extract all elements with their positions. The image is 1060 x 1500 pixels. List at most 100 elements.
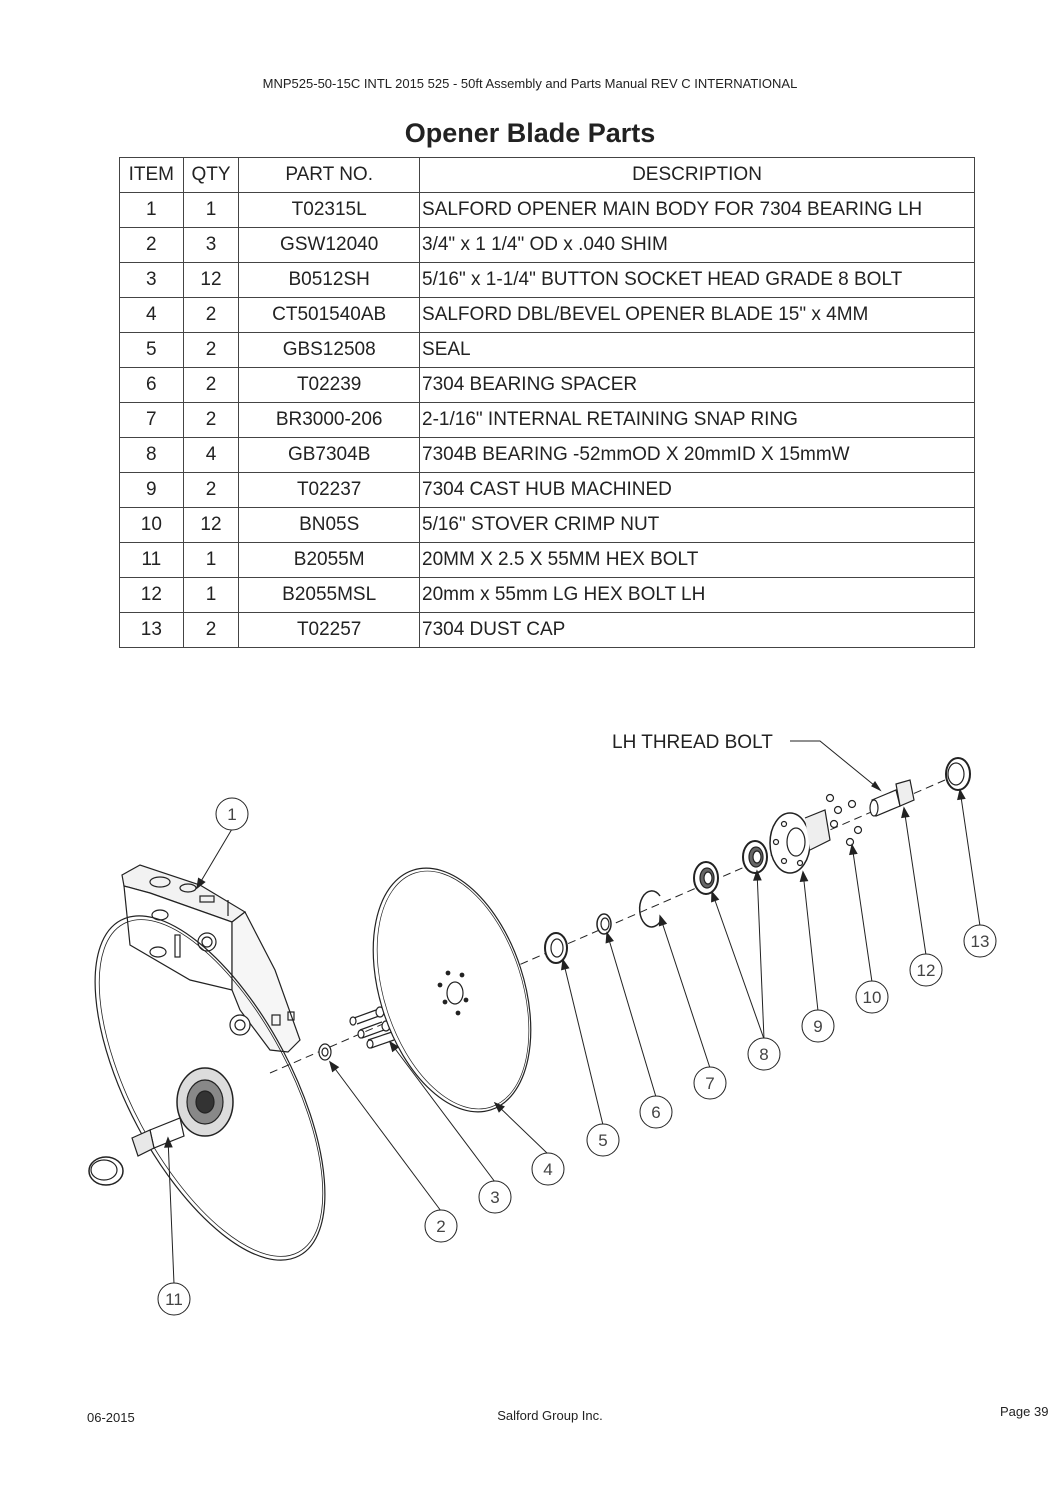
bearing-a	[693, 861, 719, 895]
balloon-number: 11	[165, 1290, 183, 1309]
footer-company: Salford Group Inc.	[497, 1408, 603, 1423]
column-header-part-no: PART NO.	[238, 157, 421, 193]
item-cell: 5	[119, 332, 184, 368]
leader-line	[802, 871, 819, 1012]
item-cell: 8	[119, 437, 184, 473]
leader-arrow	[799, 870, 809, 883]
leader-arrow	[196, 877, 206, 890]
part-no-cell: GB7304B	[238, 437, 421, 473]
balloon-circle	[424, 1209, 458, 1243]
callout-balloon-10: 10	[849, 843, 889, 1014]
leader-line	[903, 807, 927, 956]
item-cell: 9	[119, 472, 184, 508]
leader-line	[711, 891, 765, 1040]
balloon-circle	[693, 1066, 727, 1100]
qty-cell: 2	[182, 332, 240, 368]
description-cell: 5/16" STOVER CRIMP NUT	[419, 507, 975, 543]
dust-cap-right	[945, 757, 971, 791]
balloon-number: 6	[651, 1103, 660, 1122]
balloon-circle	[909, 953, 943, 987]
item-cell: 13	[119, 612, 184, 648]
snap-ring	[638, 890, 663, 928]
description-cell: 7304 CAST HUB MACHINED	[419, 472, 975, 508]
lh-hex-bolt	[869, 779, 915, 817]
part-no-cell: BR3000-206	[238, 402, 421, 438]
description-cell: 20MM X 2.5 X 55MM HEX BOLT	[419, 542, 975, 578]
qty-cell: 1	[182, 577, 240, 613]
leader-line	[494, 1102, 549, 1155]
leader-arrow	[605, 931, 614, 944]
description-cell: SALFORD DBL/BEVEL OPENER BLADE 15" x 4MM	[419, 297, 975, 333]
balloon-circle	[215, 797, 249, 831]
description-cell: 7304 DUST CAP	[419, 612, 975, 648]
shim	[318, 1043, 332, 1061]
section-title: Opener Blade Parts	[404, 118, 656, 148]
callout-balloon-13: 13	[957, 788, 997, 958]
balloon-number: 4	[543, 1160, 552, 1179]
leader-line	[606, 932, 657, 1098]
callout-balloon-3: 3	[389, 1040, 512, 1214]
qty-cell: 12	[182, 262, 240, 298]
balloon-number: 12	[917, 961, 936, 980]
balloon-circle	[747, 1037, 781, 1071]
balloon-number: 1	[227, 805, 236, 824]
leader-line	[562, 959, 604, 1126]
item-cell: 7	[119, 402, 184, 438]
leader-arrow	[901, 806, 910, 819]
qty-cell: 2	[182, 402, 240, 438]
qty-cell: 2	[182, 472, 240, 508]
description-cell: 20mm x 55mm LG HEX BOLT LH	[419, 577, 975, 613]
item-cell: 11	[119, 542, 184, 578]
leader-line	[329, 1061, 442, 1212]
part-no-cell: BN05S	[238, 507, 421, 543]
callout-balloon-4: 4	[493, 1101, 565, 1186]
description-cell: SALFORD OPENER MAIN BODY FOR 7304 BEARIN…	[419, 192, 975, 228]
qty-cell: 2	[182, 367, 240, 403]
balloon-number: 13	[971, 932, 990, 951]
qty-cell: 2	[182, 612, 240, 648]
balloon-circle	[855, 980, 889, 1014]
footer-page-number: Page 39	[1000, 1404, 1049, 1419]
balloon-number: 3	[490, 1188, 499, 1207]
leader-line	[659, 915, 711, 1069]
balloon-number: 10	[863, 988, 882, 1007]
table-header-row: ITEM QTY PART NO. DESCRIPTION	[119, 157, 975, 193]
balloon-number: 7	[705, 1074, 714, 1093]
leader-line	[196, 828, 233, 889]
callout-balloon-8: 8	[711, 869, 781, 1071]
callout-balloon-7: 7	[658, 914, 727, 1100]
callout-balloon-6: 6	[605, 931, 673, 1129]
item-cell: 10	[119, 507, 184, 543]
column-header-qty: QTY	[182, 157, 240, 193]
description-cell: 7304 BEARING SPACER	[419, 367, 975, 403]
opener-blade-installed	[94, 915, 326, 1261]
item-cell: 6	[119, 367, 184, 403]
description-cell: 3/4" x 1 1/4" OD x .040 SHIM	[419, 227, 975, 263]
qty-cell: 1	[182, 542, 240, 578]
item-cell: 12	[119, 577, 184, 613]
leader-arrow	[753, 869, 762, 881]
description-cell: 5/16" x 1-1/4" BUTTON SOCKET HEAD GRADE …	[419, 262, 975, 298]
lh-thread-label: LH THREAD BOLT	[612, 732, 773, 753]
qty-cell: 2	[182, 297, 240, 333]
part-no-cell: GBS12508	[238, 332, 421, 368]
part-no-cell: CT501540AB	[238, 297, 421, 333]
callout-balloon-2: 2	[329, 1060, 458, 1243]
balloon-circle	[801, 1009, 835, 1043]
document-header: MNP525-50-15C INTL 2015 525 - 50ft Assem…	[262, 76, 798, 91]
callout-balloon-11: 11	[157, 1136, 191, 1316]
leader-arrow	[658, 914, 668, 927]
item-cell: 2	[119, 227, 184, 263]
part-no-cell: B2055M	[238, 542, 421, 578]
balloon-number: 5	[598, 1131, 607, 1150]
